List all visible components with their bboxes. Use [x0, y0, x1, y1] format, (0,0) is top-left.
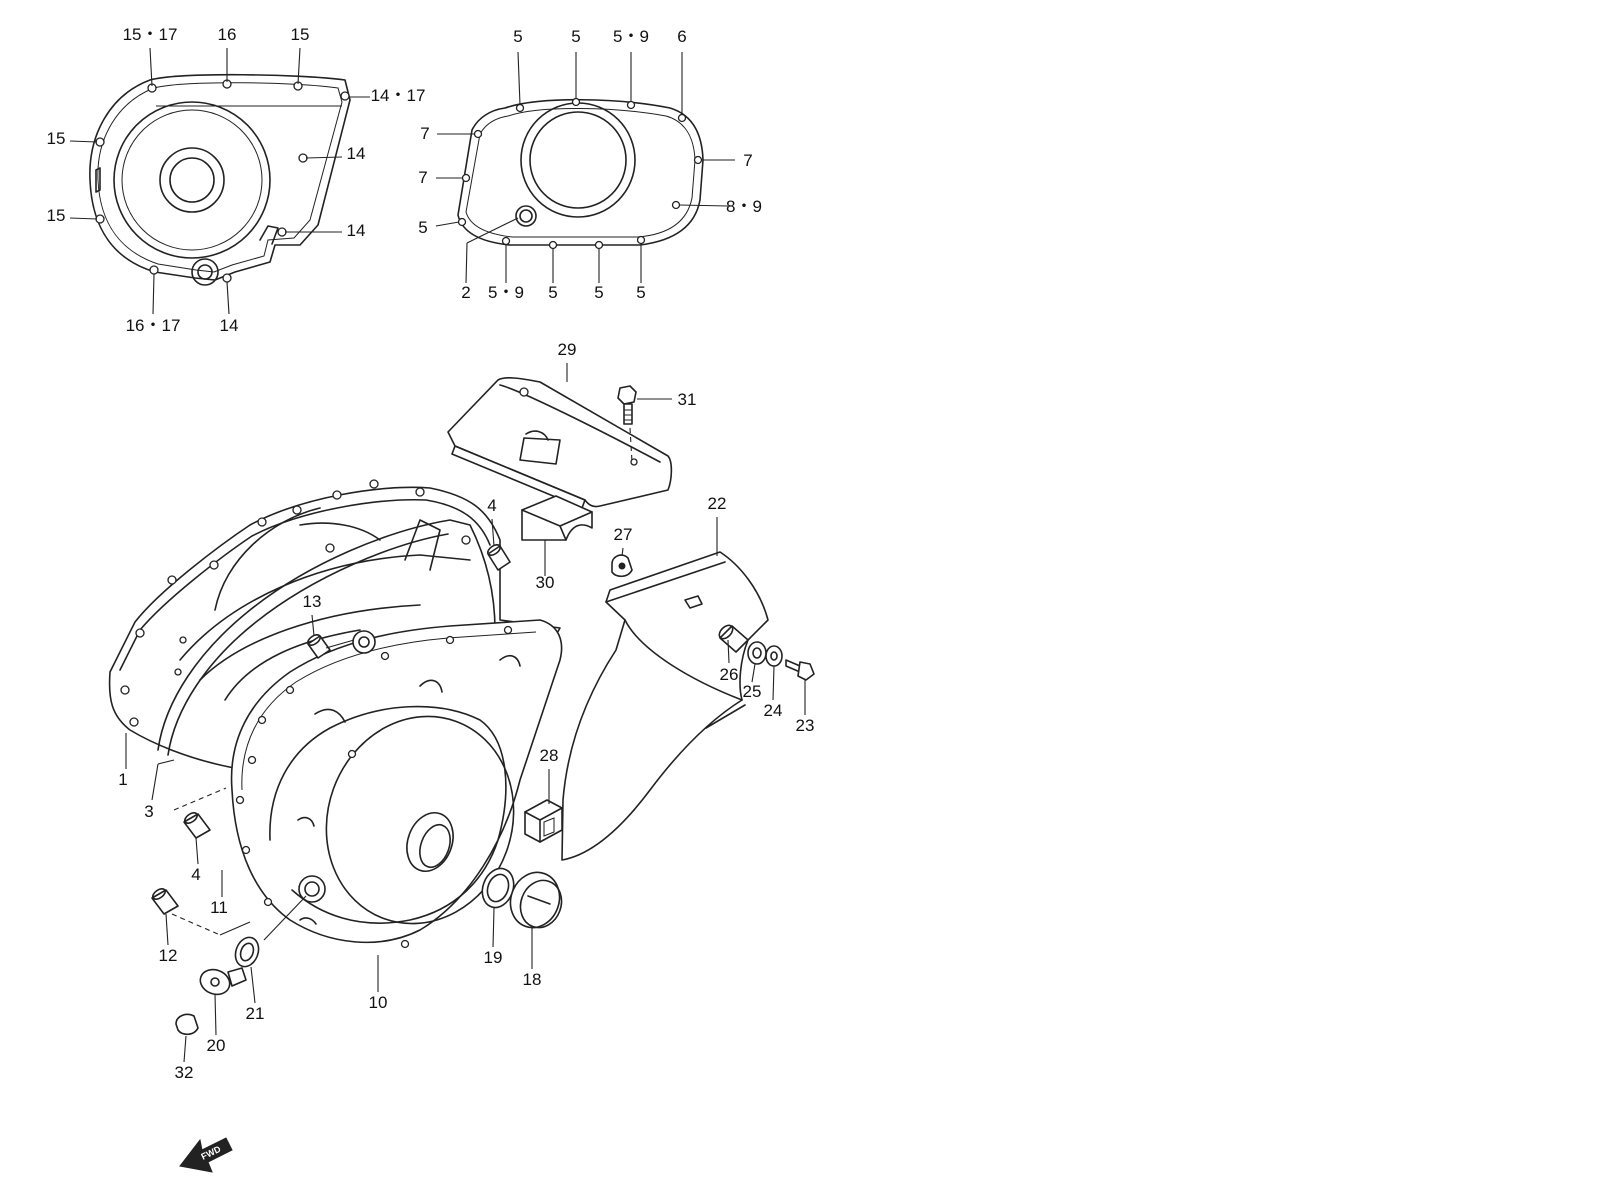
washer-21 — [234, 936, 260, 968]
cap-28 — [524, 799, 563, 843]
top-cover-plate — [447, 377, 673, 509]
callout-c12: 12 — [159, 946, 178, 965]
callout-c3: 3 — [144, 802, 153, 821]
callout-c30: 30 — [536, 573, 555, 592]
callout-c29: 29 — [558, 340, 577, 359]
callout-c20: 20 — [207, 1036, 226, 1055]
callout-c5e: 5 — [594, 283, 603, 302]
callout-c7b: 7 — [743, 151, 752, 170]
o-ring-19 — [481, 867, 515, 909]
dowel-pin-4b — [183, 812, 211, 839]
callout-c25: 25 — [743, 682, 762, 701]
callout-c7a: 7 — [420, 124, 429, 143]
callout-c13: 13 — [303, 592, 322, 611]
callout-c21: 21 — [246, 1004, 265, 1023]
callout-c23: 23 — [796, 716, 815, 735]
dowel-pin-12 — [151, 888, 179, 915]
generator-cover-leaders — [69, 47, 370, 315]
callout-c5b: 5 — [571, 27, 580, 46]
callout-c5f: 5 — [636, 283, 645, 302]
callout-c1417: 14・17 — [371, 86, 426, 105]
dowel-pin-13 — [307, 634, 331, 659]
callout-c26: 26 — [720, 665, 739, 684]
callout-c16a: 16 — [218, 25, 237, 44]
upper-leaders — [544, 363, 672, 576]
drain-bolt-20 — [199, 967, 247, 996]
callout-c5c: 5 — [418, 218, 427, 237]
callout-c5d: 5 — [548, 283, 557, 302]
callout-c14a: 14 — [347, 144, 366, 163]
spacer-block — [521, 495, 593, 541]
callout-c4a: 4 — [487, 496, 496, 515]
callout-c15b: 15 — [47, 129, 66, 148]
grommet-25 — [747, 641, 767, 665]
cap-32 — [175, 1013, 199, 1036]
spacer-26 — [718, 624, 749, 653]
callout-c1517a: 15・17 — [123, 25, 178, 44]
callout-c22: 22 — [708, 494, 727, 513]
dowel-pin-4a — [487, 544, 511, 571]
callout-c4b: 4 — [191, 865, 200, 884]
callout-c14c: 14 — [220, 316, 239, 335]
grommet-27 — [611, 554, 633, 578]
clutch-cover-leaders — [435, 51, 735, 284]
callout-c6: 6 — [677, 27, 686, 46]
callout-c19: 19 — [484, 948, 503, 967]
clutch-cover-gasket-view — [457, 97, 704, 250]
fwd-arrow-icon: FWD — [179, 1137, 233, 1173]
callout-c18: 18 — [523, 970, 542, 989]
callout-c1: 1 — [118, 770, 127, 789]
callout-c15a: 15 — [291, 25, 310, 44]
washer-24 — [765, 645, 783, 667]
callout-c59a: 5・9 — [613, 27, 649, 46]
callout-c32: 32 — [175, 1063, 194, 1082]
callout-c11: 11 — [210, 898, 228, 917]
callout-c1617: 16・17 — [126, 316, 181, 335]
callout-c27: 27 — [614, 525, 633, 544]
main-leaders — [125, 517, 806, 1063]
callout-c15c: 15 — [47, 206, 66, 225]
callout-c59b: 5・9 — [488, 283, 524, 302]
callout-c7c: 7 — [418, 168, 427, 187]
callout-c89: 8・9 — [726, 197, 762, 216]
callout-c2: 2 — [461, 283, 470, 302]
callout-c10: 10 — [369, 993, 388, 1012]
crankcase-cover-assembly — [108, 479, 563, 949]
callout-c14b: 14 — [347, 221, 366, 240]
callout-c5a: 5 — [513, 27, 522, 46]
side-shroud — [561, 551, 769, 861]
bolt-23 — [785, 659, 815, 681]
callout-c24: 24 — [764, 701, 783, 720]
callout-c31: 31 — [678, 390, 697, 409]
callout-c28: 28 — [540, 746, 559, 765]
plug-18 — [509, 871, 563, 929]
bolt-31 — [617, 385, 637, 425]
